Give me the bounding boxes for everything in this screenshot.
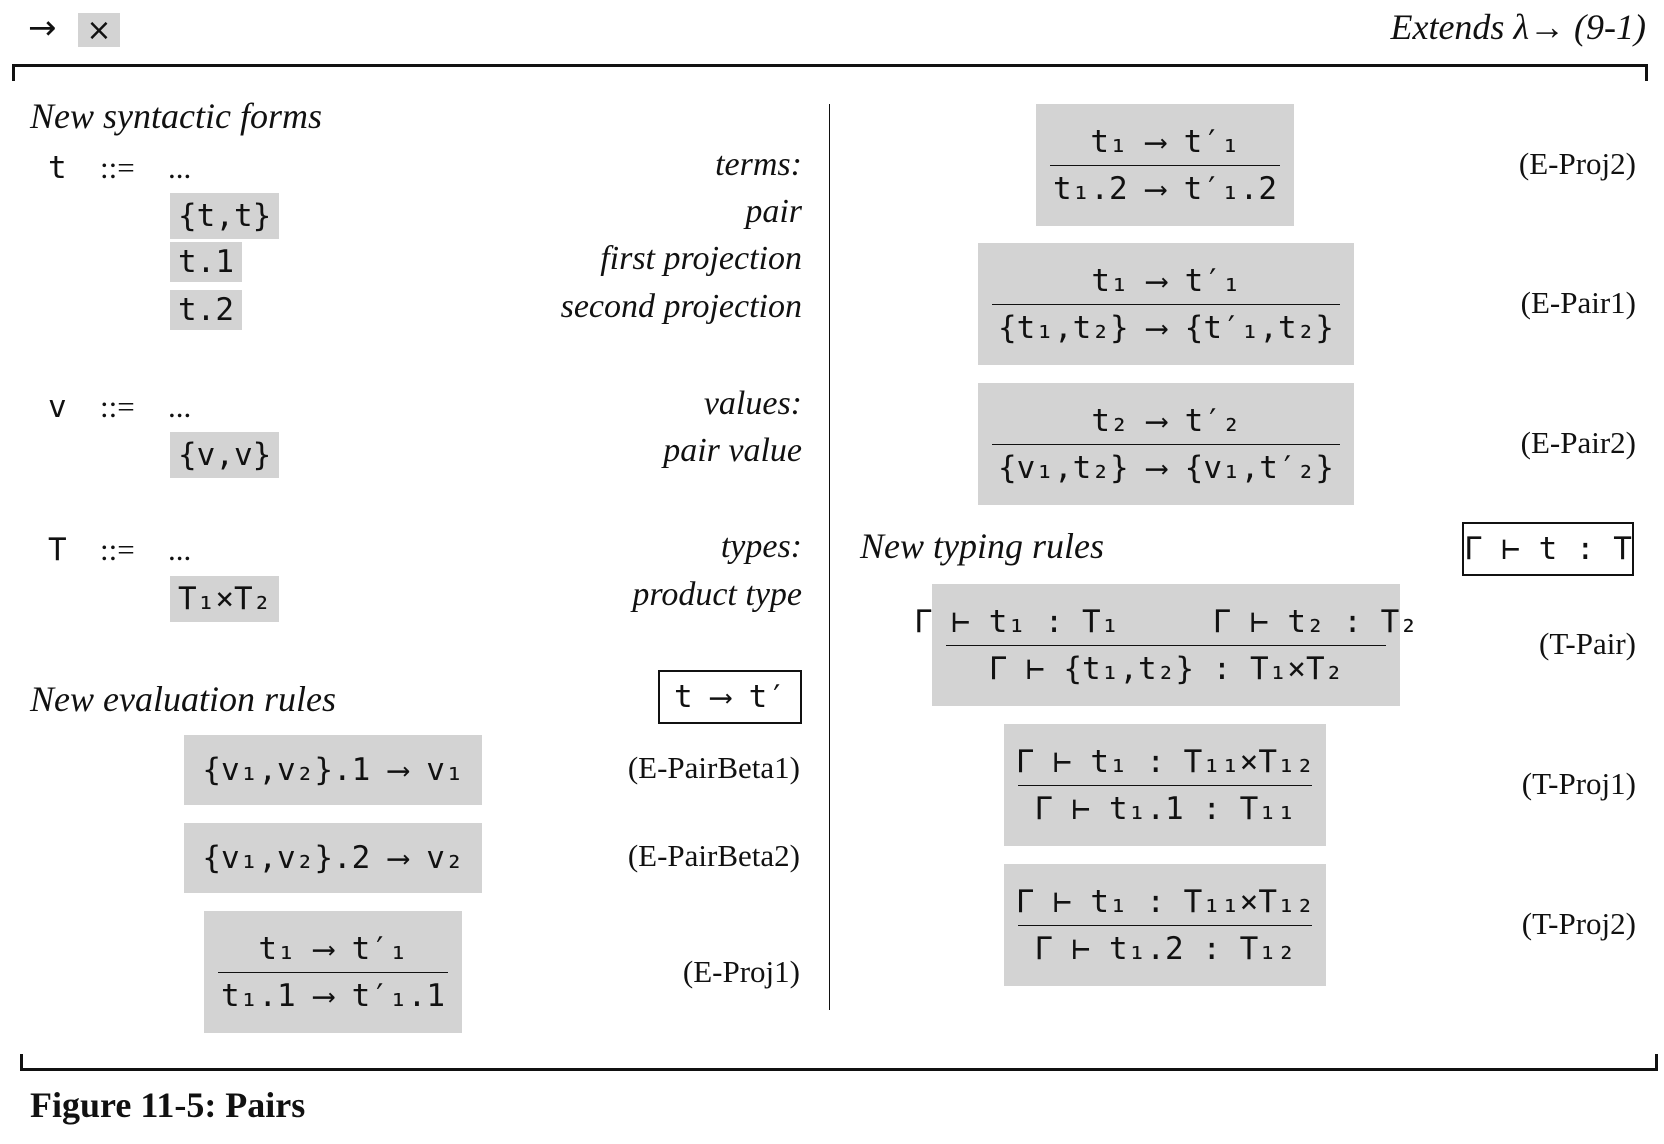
column-divider bbox=[829, 104, 830, 1010]
e-proj2-bar bbox=[1050, 164, 1280, 166]
e-pair1-conclusion: {t₁,t₂} ⟶ {t′₁,t₂} bbox=[998, 309, 1334, 346]
cross-icon: × bbox=[86, 12, 112, 48]
T-defn: ::= bbox=[100, 532, 135, 567]
e-pair1-name: (E-Pair1) bbox=[1520, 285, 1636, 320]
e-proj1-name: (E-Proj1) bbox=[682, 954, 800, 989]
e-pair2-bar bbox=[992, 443, 1340, 445]
e-pair2-conclusion: {v₁,t₂} ⟶ {v₁,t′₂} bbox=[998, 449, 1334, 486]
e-proj2-name: (E-Proj2) bbox=[1518, 146, 1636, 181]
pair-term: {t,t} bbox=[170, 193, 280, 239]
syntax-heading: New syntactic forms bbox=[30, 96, 322, 136]
t-proj1-conclusion: Γ ⊢ t₁.1 : T₁₁ bbox=[1034, 790, 1296, 827]
e-pairbeta1-name: (E-PairBeta1) bbox=[627, 750, 800, 785]
e-pairbeta2-rule: {v₁,v₂}.2 ⟶ v₂ bbox=[184, 823, 482, 893]
e-proj2-premise: t₁ ⟶ t′₁ bbox=[1090, 123, 1240, 160]
e-proj1-conclusion: t₁.1 ⟶ t′₁.1 bbox=[221, 977, 445, 1014]
proj2-term: t.2 bbox=[170, 290, 242, 330]
t-proj1-rule: Γ ⊢ t₁ : T₁₁×T₁₂ Γ ⊢ t₁.1 : T₁₁ bbox=[1004, 724, 1326, 846]
product-type-label: product type bbox=[632, 576, 802, 613]
v-defn: ::= bbox=[100, 389, 135, 424]
typing-heading: New typing rules bbox=[860, 526, 1104, 566]
t-proj2-conclusion: Γ ⊢ t₁.2 : T₁₂ bbox=[1034, 930, 1296, 967]
e-proj1-premise: t₁ ⟶ t′₁ bbox=[258, 930, 408, 967]
t-proj2-bar bbox=[1018, 924, 1312, 926]
e-proj1-rule: t₁ ⟶ t′₁ t₁.1 ⟶ t′₁.1 bbox=[204, 911, 462, 1033]
terms-label: terms: bbox=[715, 146, 802, 183]
t-pair-name: (T-Pair) bbox=[1539, 626, 1636, 661]
t-pair-bar bbox=[946, 644, 1386, 646]
eval-judgment-box: t ⟶ t′ bbox=[658, 670, 802, 724]
e-pair1-premise: t₁ ⟶ t′₁ bbox=[1091, 262, 1241, 299]
e-pair2-premise: t₂ ⟶ t′₂ bbox=[1091, 402, 1241, 439]
proj1-term: t.1 bbox=[170, 242, 242, 282]
top-bracket bbox=[12, 64, 1648, 81]
t-proj2-premise: Γ ⊢ t₁ : T₁₁×T₁₂ bbox=[1015, 883, 1315, 920]
t-pair-conclusion: Γ ⊢ {t₁,t₂} : T₁×T₂ bbox=[988, 650, 1344, 687]
t-pair-rule: Γ ⊢ t₁ : T₁ Γ ⊢ t₂ : T₂ Γ ⊢ {t₁,t₂} : T₁… bbox=[914, 584, 1418, 706]
values-label: values: bbox=[703, 385, 802, 422]
types-label: types: bbox=[720, 528, 802, 565]
e-pairbeta1-rule: {v₁,v₂}.1 ⟶ v₁ bbox=[184, 735, 482, 805]
t-dots: ... bbox=[168, 150, 192, 185]
header-cross: × bbox=[78, 12, 120, 48]
pair-value-term: {v,v} bbox=[170, 432, 280, 478]
T-symbol: T bbox=[48, 532, 67, 568]
typing-judgment-box: Γ ⊢ t : T bbox=[1462, 522, 1634, 576]
t-proj1-bar bbox=[1018, 784, 1312, 786]
t-defn: ::= bbox=[100, 150, 135, 185]
bottom-bracket bbox=[20, 1054, 1658, 1071]
eval-heading: New evaluation rules bbox=[30, 679, 336, 719]
e-proj1-bar bbox=[218, 971, 448, 973]
first-projection-label: first projection bbox=[600, 240, 802, 277]
header-extends: Extends λ→ (9-1) bbox=[1390, 7, 1646, 47]
header-arrow: → bbox=[28, 8, 57, 48]
e-pair2-name: (E-Pair2) bbox=[1520, 425, 1636, 460]
t-proj2-rule: Γ ⊢ t₁ : T₁₁×T₁₂ Γ ⊢ t₁.2 : T₁₂ bbox=[1004, 864, 1326, 986]
e-proj2-conclusion: t₁.2 ⟶ t′₁.2 bbox=[1053, 170, 1277, 207]
e-pair1-rule: t₁ ⟶ t′₁ {t₁,t₂} ⟶ {t′₁,t₂} bbox=[978, 243, 1354, 365]
pair-label: pair bbox=[745, 193, 802, 230]
pair-value-label: pair value bbox=[663, 432, 802, 469]
e-pair2-rule: t₂ ⟶ t′₂ {v₁,t₂} ⟶ {v₁,t′₂} bbox=[978, 383, 1354, 505]
e-pairbeta2-name: (E-PairBeta2) bbox=[627, 838, 800, 873]
t-proj1-premise: Γ ⊢ t₁ : T₁₁×T₁₂ bbox=[1015, 743, 1315, 780]
figure-caption: Figure 11-5: Pairs bbox=[30, 1085, 306, 1125]
e-pair1-bar bbox=[992, 303, 1340, 305]
t-symbol: t bbox=[48, 150, 67, 186]
t-proj2-name: (T-Proj2) bbox=[1521, 906, 1636, 941]
e-proj2-rule: t₁ ⟶ t′₁ t₁.2 ⟶ t′₁.2 bbox=[1036, 104, 1294, 226]
product-type-term: T₁×T₂ bbox=[170, 576, 280, 622]
v-dots: ... bbox=[168, 389, 192, 424]
second-projection-label: second projection bbox=[560, 288, 802, 325]
t-proj1-name: (T-Proj1) bbox=[1521, 766, 1636, 801]
T-dots: ... bbox=[168, 532, 192, 567]
t-pair-premise: Γ ⊢ t₁ : T₁ Γ ⊢ t₂ : T₂ bbox=[914, 603, 1418, 640]
v-symbol: v bbox=[48, 389, 67, 425]
